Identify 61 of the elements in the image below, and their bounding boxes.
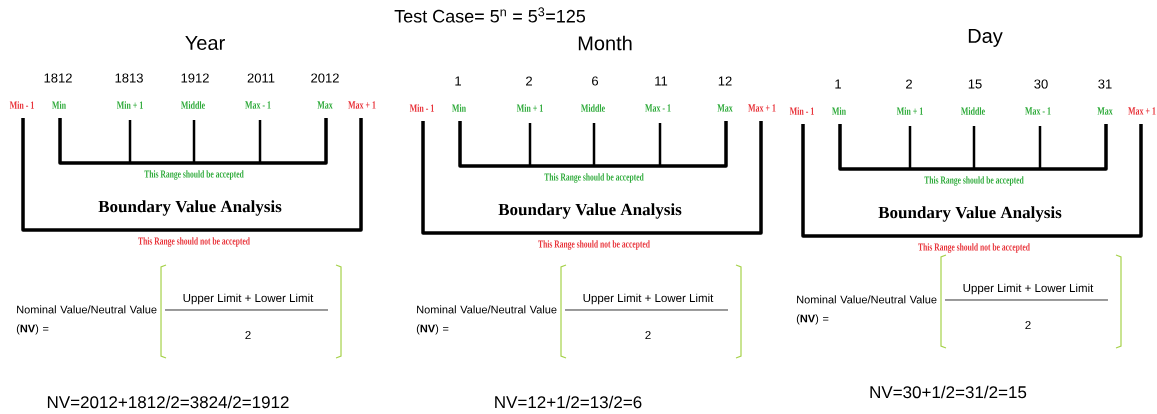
boundary-label: Min + 1: [516, 104, 543, 112]
range-note: This Range should not be accepted: [918, 243, 1030, 253]
value-label: 1: [455, 76, 461, 86]
boundary-label: Max + 1: [348, 101, 376, 109]
boundary-label: Middle: [961, 107, 985, 115]
boundary-label: Min: [52, 101, 66, 109]
equation: NV=12+1/2=13/2=6: [495, 395, 642, 409]
value-label: 2: [906, 79, 912, 89]
boundary-label: Min: [832, 107, 846, 115]
value-label: 31: [1098, 79, 1112, 89]
bracket-title: Boundary Value Analysis: [878, 206, 1062, 222]
value-label: 11: [655, 76, 668, 86]
denominator: 2: [245, 331, 251, 339]
bracket-title: Boundary Value Analysis: [498, 203, 682, 219]
boundary-label: Max + 1: [748, 104, 776, 112]
boundary-label: Min - 1: [9, 101, 34, 109]
equation: NV=2012+1812/2=3824/2=1912: [47, 395, 289, 409]
numerator: Upper Limit + Lower Limit: [183, 293, 314, 305]
value-label: 2011: [247, 73, 275, 83]
boundary-label: Max + 1: [1128, 107, 1156, 115]
boundary-label: Min + 1: [896, 107, 923, 115]
panel-heading: Month: [578, 35, 632, 51]
range-note: This Range should be accepted: [544, 173, 644, 183]
denominator: 2: [1025, 321, 1031, 329]
bracket-title: Boundary Value Analysis: [98, 200, 282, 216]
value-label: 6: [592, 76, 599, 86]
boundary-label: Max: [317, 101, 333, 109]
value-label: 2012: [311, 73, 339, 83]
value-label: 1813: [115, 73, 143, 83]
boundary-label: Max - 1: [245, 101, 271, 109]
numerator: Upper Limit + Lower Limit: [963, 283, 1094, 295]
denominator: 2: [645, 331, 651, 339]
boundary-label: Max - 1: [1025, 107, 1051, 115]
range-note: This Range should not be accepted: [538, 240, 650, 250]
panel-heading: Year: [185, 36, 225, 50]
formula-text: Nominal Value/Neutral Value (NV) =: [796, 295, 937, 325]
boundary-label: Min - 1: [789, 107, 814, 115]
value-label: 15: [968, 79, 982, 89]
range-note: This Range should be accepted: [144, 170, 244, 180]
range-note: This Range should not be accepted: [138, 237, 250, 247]
formula-text: Nominal Value/Neutral Value (NV) =: [416, 305, 557, 335]
boundary-label: Min: [452, 104, 466, 112]
value-label: 2: [526, 76, 532, 86]
boundary-label: Min + 1: [116, 101, 143, 109]
value-label: 12: [718, 76, 732, 86]
boundary-label: Max - 1: [645, 104, 671, 112]
formula-text: Nominal Value/Neutral Value (NV) =: [16, 305, 157, 335]
boundary-label: Max: [1097, 107, 1113, 115]
value-label: 1912: [181, 73, 209, 83]
numerator: Upper Limit + Lower Limit: [583, 293, 714, 305]
value-label: 1: [835, 79, 841, 89]
boundary-label: Max: [717, 104, 733, 112]
boundary-label: Min - 1: [409, 104, 434, 112]
equation: NV=30+1/2=31/2=15: [870, 385, 1027, 399]
range-note: This Range should be accepted: [924, 176, 1024, 186]
boundary-label: Middle: [581, 104, 605, 112]
panel-heading: Day: [968, 29, 1003, 47]
boundary-label: Middle: [181, 101, 205, 109]
value-label: 1812: [44, 73, 72, 83]
value-label: 30: [1034, 79, 1048, 89]
title: Test Case= 5$^{n}$ = 5$^{3}$=125: [394, 7, 586, 23]
